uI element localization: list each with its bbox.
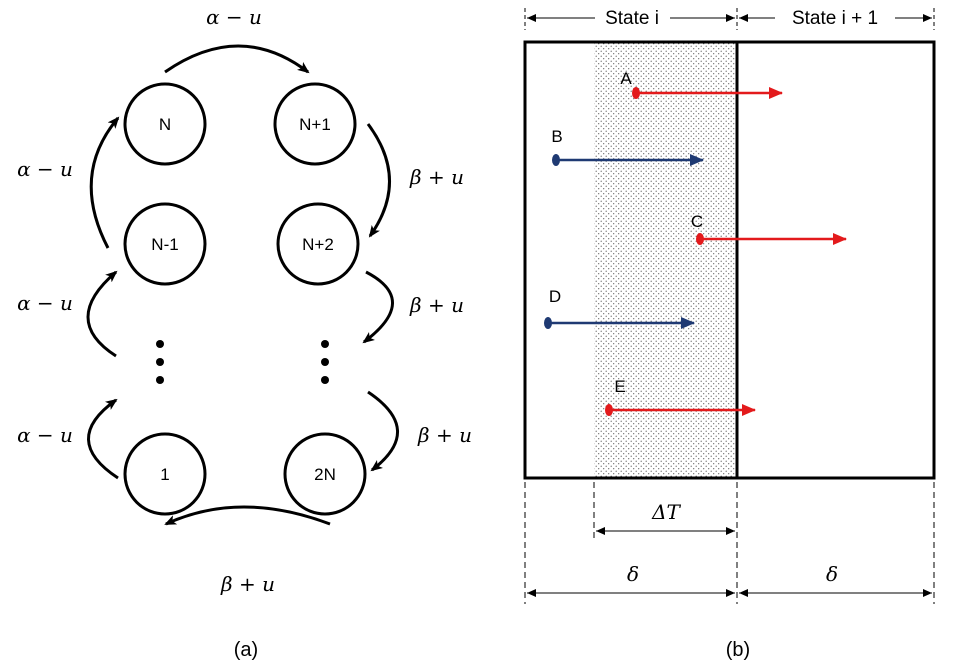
particle-arrow-B: B <box>551 127 704 166</box>
transition-arrow-left-middle <box>86 270 118 358</box>
particle-arrow-E: E <box>605 377 756 416</box>
rate-label-left-upper: α − u <box>17 157 73 181</box>
arrow-label: A <box>620 69 632 88</box>
delta-t-region <box>594 42 737 478</box>
node-N-minus-1: N-1 <box>123 202 207 286</box>
rate-label-left-middle: α − u <box>17 291 73 315</box>
panel-b: State i State i + 1 A B C D E <box>523 8 936 661</box>
node-1: 1 <box>123 432 207 516</box>
delta-left-label: δ <box>627 562 639 586</box>
transition-arrow-top <box>164 44 310 74</box>
node-label: 2N <box>314 465 336 484</box>
rate-label-right-middle: β + u <box>409 293 464 317</box>
transition-arrow-right-lower <box>367 390 399 472</box>
state-box <box>523 40 936 480</box>
arrow-label: D <box>549 287 561 306</box>
transition-arrow-bottom <box>164 505 331 526</box>
panel-a: N N+1 N-1 N+2 1 2N <box>17 5 472 661</box>
node-label: N+1 <box>299 115 331 134</box>
arrow-label: C <box>691 212 703 231</box>
rate-label-right-upper: β + u <box>409 165 464 189</box>
node-N: N <box>123 82 207 166</box>
header-dimension <box>524 8 935 30</box>
transition-arrow-right-upper <box>366 123 391 238</box>
node-N-plus-1: N+1 <box>273 82 357 166</box>
rate-label-bottom: β + u <box>220 572 275 596</box>
transition-arrow-right-middle <box>362 270 394 344</box>
state-i-plus-1-label: State i + 1 <box>792 8 878 29</box>
ellipsis-right <box>321 340 329 384</box>
caption-b: (b) <box>726 639 750 661</box>
bottom-dimension <box>524 482 935 604</box>
node-N-plus-2: N+2 <box>276 202 360 286</box>
arrow-label: E <box>614 377 625 396</box>
transition-arrow-left-upper <box>89 116 120 249</box>
rate-label-top: α − u <box>206 5 262 29</box>
node-label: N+2 <box>302 235 334 254</box>
rate-label-left-lower: α − u <box>17 423 73 447</box>
particle-arrow-C: C <box>691 212 847 245</box>
node-label: N-1 <box>151 235 178 254</box>
particle-arrow-D: D <box>544 287 695 329</box>
arrow-label: B <box>551 127 562 146</box>
node-label: 1 <box>160 465 169 484</box>
rate-label-right-lower: β + u <box>417 423 472 447</box>
delta-right-label: δ <box>826 562 838 586</box>
node-2N: 2N <box>283 432 367 516</box>
particle-arrow-A: A <box>620 69 783 99</box>
delta-t-label: ΔT <box>651 500 681 524</box>
state-i-label: State i <box>605 8 659 29</box>
ellipsis-left <box>156 340 164 384</box>
caption-a: (a) <box>234 639 258 661</box>
node-label: N <box>159 115 171 134</box>
transition-arrow-left-lower <box>87 398 119 480</box>
